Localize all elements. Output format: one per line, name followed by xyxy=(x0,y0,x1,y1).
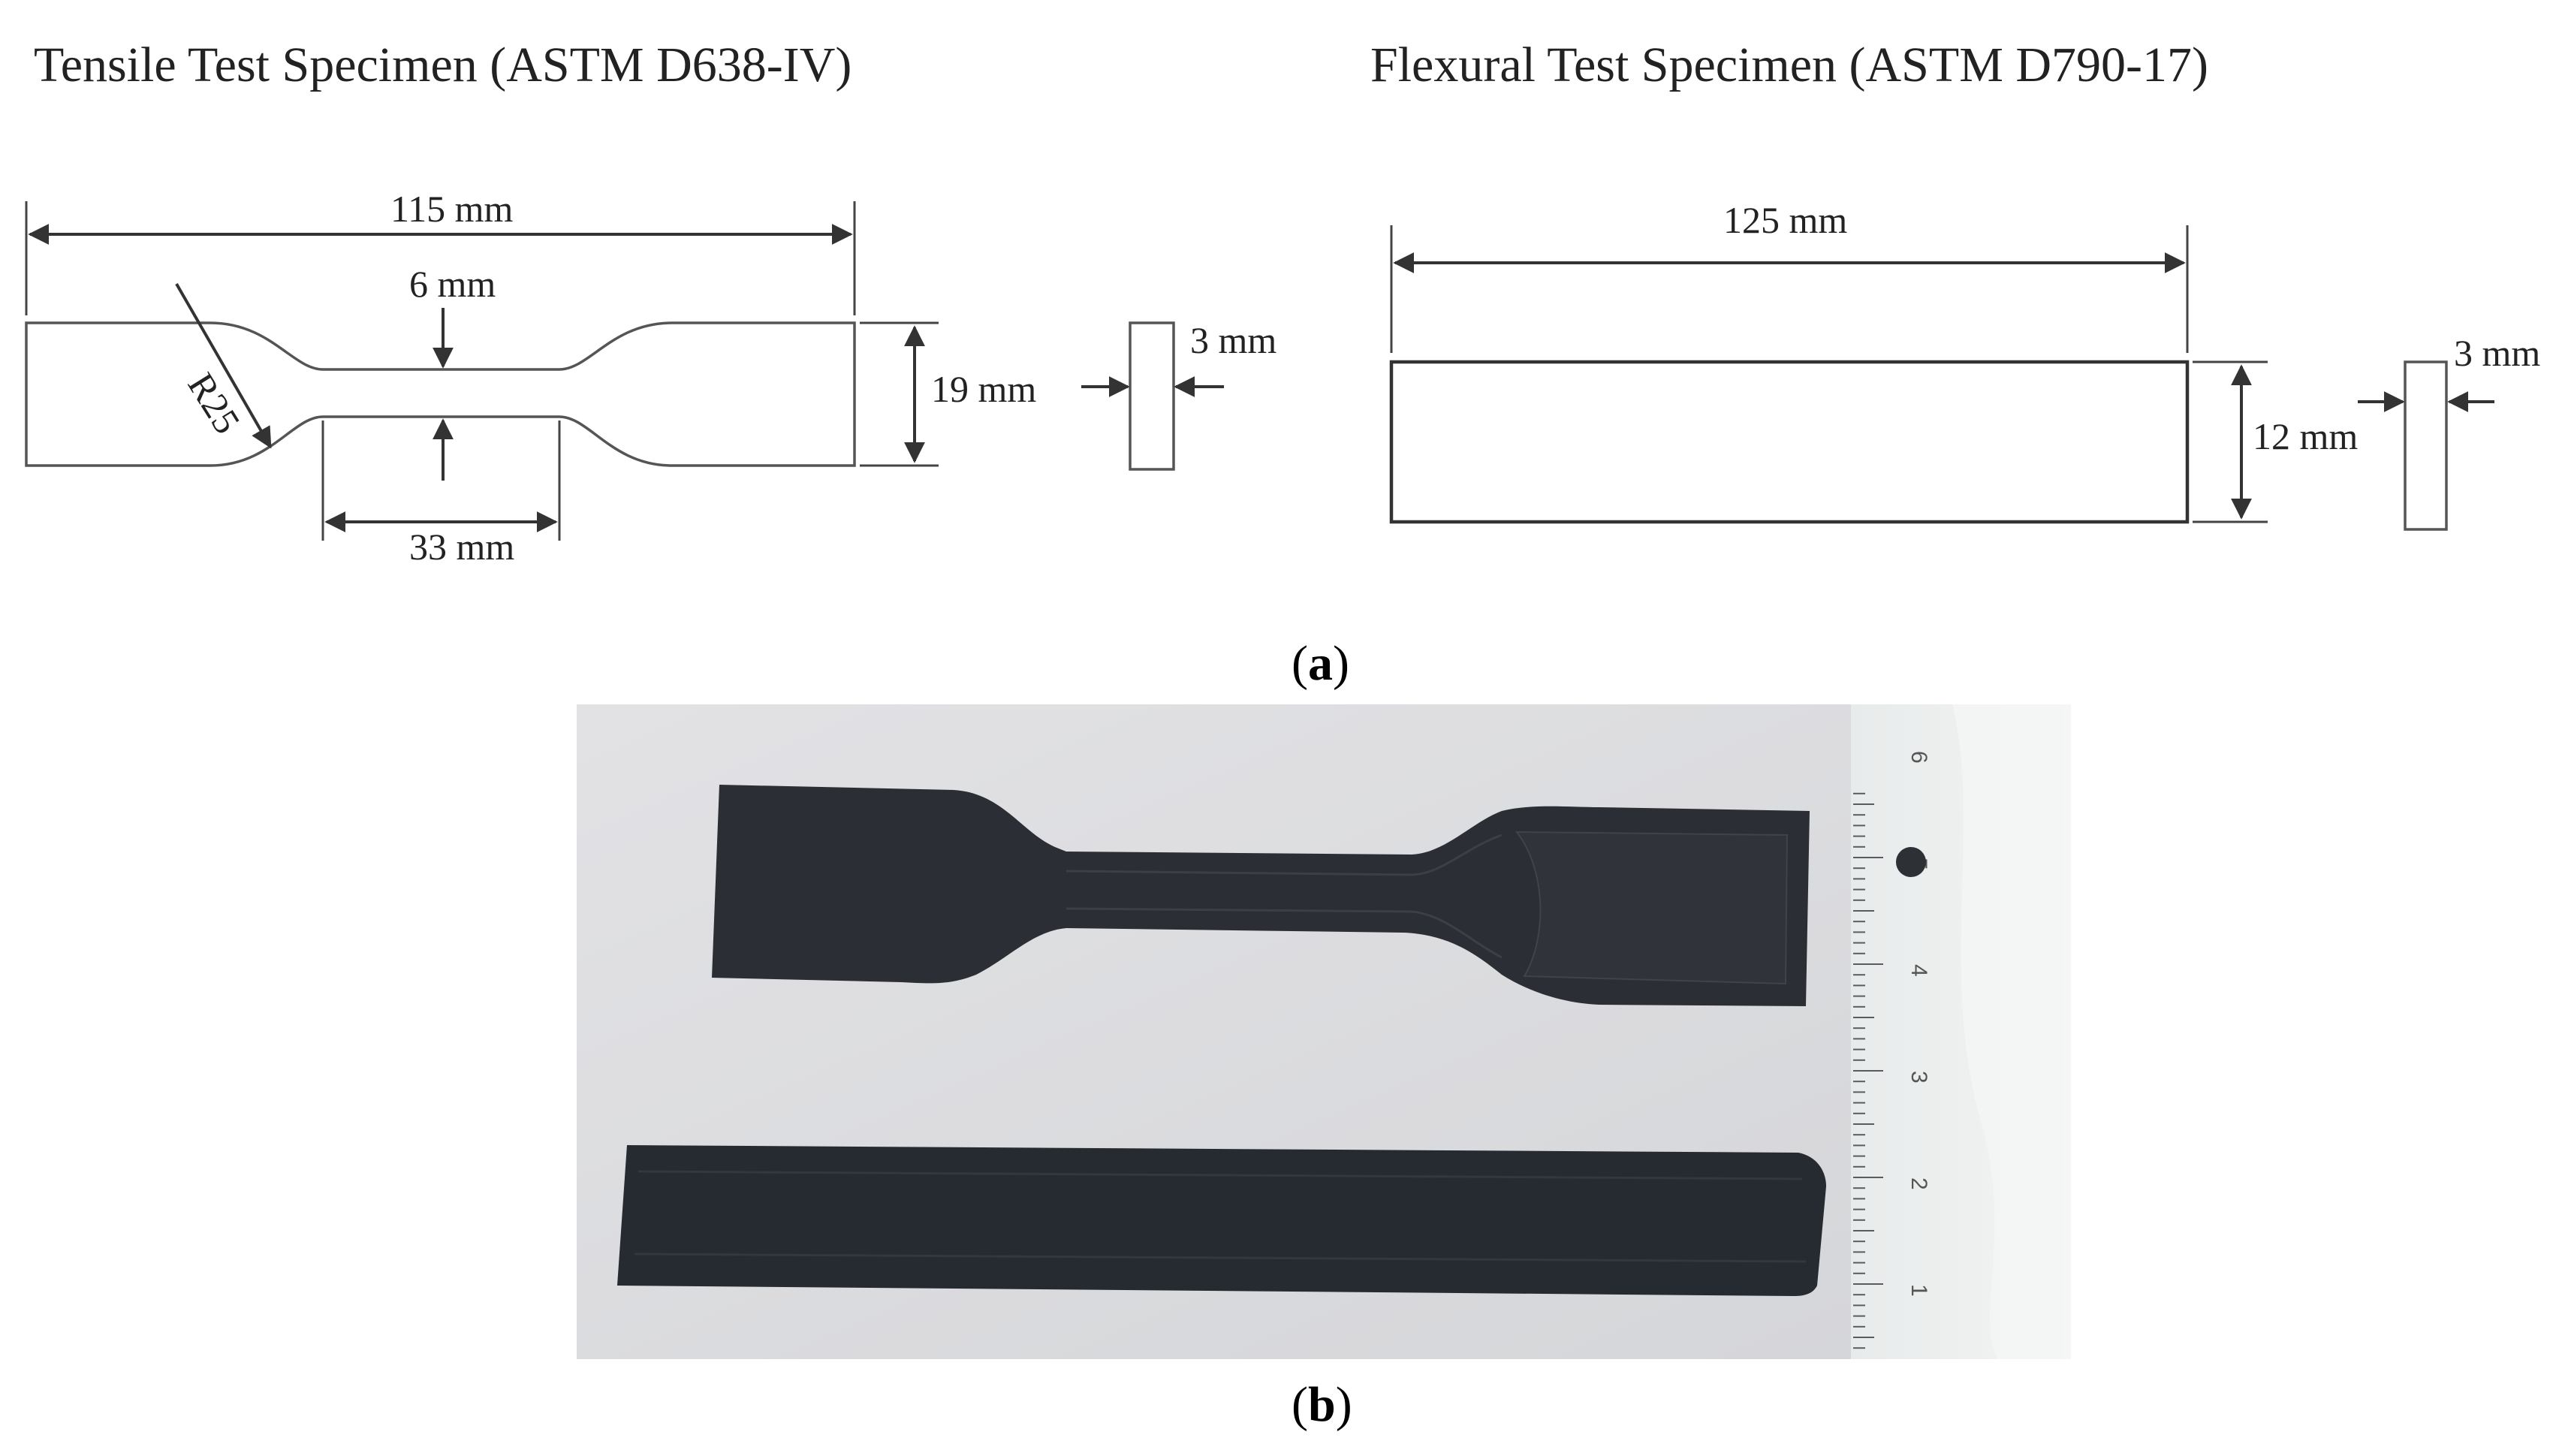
specimen-photo: 123456 xyxy=(577,704,2071,1359)
photo-flexural-specimen xyxy=(617,1145,1826,1296)
tensile-drawing: Tensile Test Specimen (ASTM D638-IV) 115… xyxy=(25,38,1276,568)
ruler-number: 3 xyxy=(1906,1071,1931,1084)
tensile-side-view xyxy=(1129,321,1175,471)
ruler: 123456 xyxy=(1851,704,2071,1359)
ruler-number: 2 xyxy=(1906,1177,1931,1190)
flex-length-label: 125 mm xyxy=(1723,199,1847,241)
caption-a: (a) xyxy=(1292,636,1349,691)
photo-tensile-infill xyxy=(1515,830,1789,985)
radius-leader xyxy=(175,283,272,449)
flexural-drawing: Flexural Test Specimen (ASTM D790-17) 12… xyxy=(1370,38,2540,531)
ruler-glare xyxy=(1952,704,2071,1359)
tensile-title: Tensile Test Specimen (ASTM D638-IV) xyxy=(34,38,852,92)
photo-tensile-print-line xyxy=(1066,834,1503,876)
caption-b: (b) xyxy=(1292,1377,1352,1432)
ruler-number: 4 xyxy=(1906,964,1931,977)
width-label: 19 mm xyxy=(931,368,1036,410)
flexural-side-view xyxy=(2404,360,2448,531)
tensile-thickness-label: 3 mm xyxy=(1190,319,1276,361)
gauge-length-label: 33 mm xyxy=(409,526,514,568)
photo-flexural-print-line xyxy=(637,1170,1803,1180)
flexural-specimen-outline xyxy=(1389,360,2190,524)
ruler-number: 6 xyxy=(1906,751,1931,764)
flex-thickness-label: 3 mm xyxy=(2454,332,2540,374)
flexural-title: Flexural Test Specimen (ASTM D790-17) xyxy=(1370,38,2208,92)
narrow-width-label: 6 mm xyxy=(409,263,496,305)
overall-length-label: 115 mm xyxy=(390,188,514,230)
ruler-number: 1 xyxy=(1906,1284,1931,1297)
photo-flexural-print-line-2 xyxy=(634,1253,1807,1263)
ruler-ticks xyxy=(1853,792,1883,1349)
ruler-hole xyxy=(1896,847,1926,877)
photo-tensile-print-line-2 xyxy=(1066,907,1503,959)
tensile-specimen-outline xyxy=(25,321,856,467)
flex-width-label: 12 mm xyxy=(2253,415,2358,457)
